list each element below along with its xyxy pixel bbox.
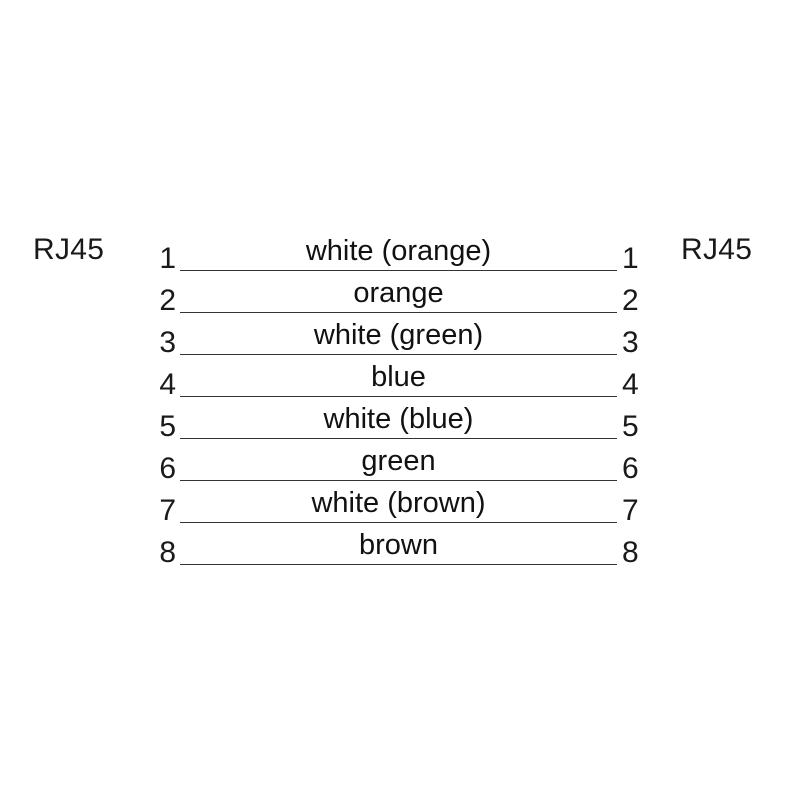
wire-color-label: blue <box>371 361 426 393</box>
right-pin-number: 5 <box>622 410 639 443</box>
left-pin-number: 2 <box>159 284 176 317</box>
conductor-line <box>180 396 617 397</box>
conductor-line <box>180 270 617 271</box>
wire-color-label: white (orange) <box>305 235 492 267</box>
conductor-line <box>180 480 617 481</box>
right-pin-number: 2 <box>622 284 639 317</box>
right-pin-number: 8 <box>622 536 639 569</box>
left-pin-number: 6 <box>159 452 176 485</box>
left-pin-number: 7 <box>159 494 176 527</box>
wire-color-label: white (green) <box>313 319 484 351</box>
right-pin-number: 4 <box>622 368 639 401</box>
right-connector-label: RJ45 <box>681 233 753 266</box>
right-pin-number: 7 <box>622 494 639 527</box>
conductor-line <box>180 438 617 439</box>
left-pin-number: 1 <box>159 242 176 275</box>
wire-color-label: brown <box>359 529 438 561</box>
wire-color-label: white (blue) <box>323 403 474 435</box>
right-pin-number: 1 <box>622 242 639 275</box>
left-pin-number: 8 <box>159 536 176 569</box>
left-connector-label: RJ45 <box>33 233 105 266</box>
conductor-line <box>180 564 617 565</box>
conductor-line <box>180 312 617 313</box>
wire-color-label: white (brown) <box>311 487 486 519</box>
wire-color-label: orange <box>353 277 444 309</box>
left-pin-number: 5 <box>159 410 176 443</box>
conductor-line <box>180 354 617 355</box>
right-pin-number: 6 <box>622 452 639 485</box>
wire-color-label: green <box>361 445 436 477</box>
conductor-line <box>180 522 617 523</box>
left-pin-number: 3 <box>159 326 176 359</box>
left-pin-number: 4 <box>159 368 176 401</box>
right-pin-number: 3 <box>622 326 639 359</box>
